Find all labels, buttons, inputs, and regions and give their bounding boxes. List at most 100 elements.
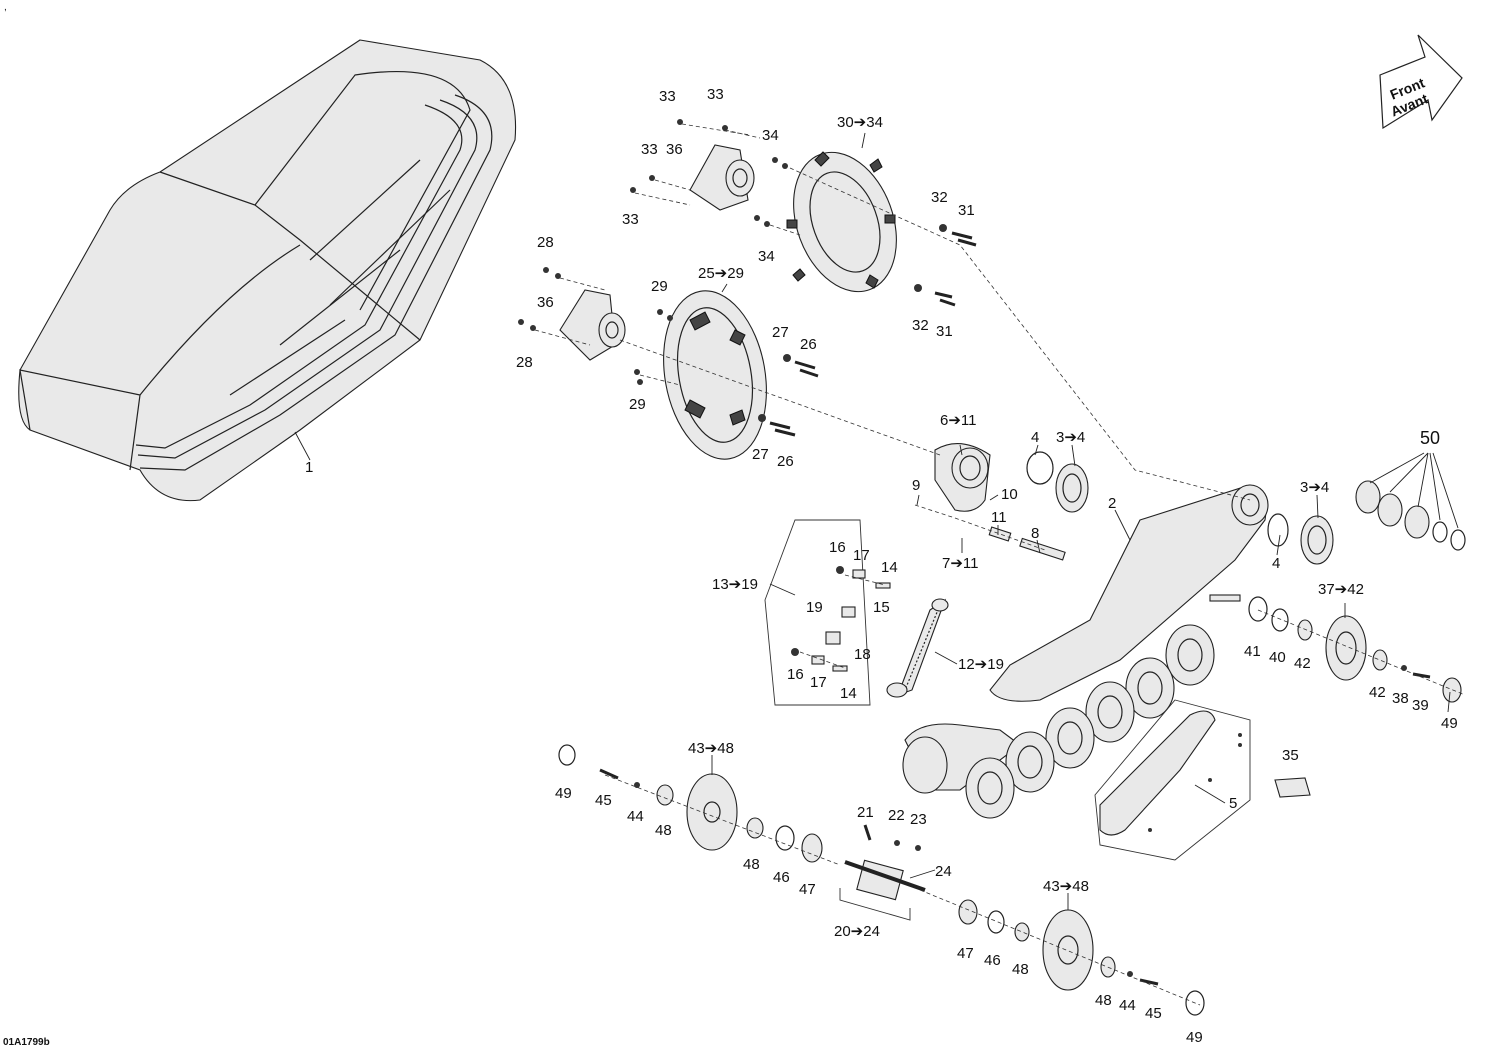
- callout-47-b: 47: [957, 945, 974, 962]
- callout-48-d: 48: [1095, 992, 1112, 1009]
- callout-48-b: 48: [743, 856, 760, 873]
- callout-33-d: 33: [622, 211, 639, 228]
- callout-32-b: 32: [912, 317, 929, 334]
- callout-24: 24: [935, 863, 952, 880]
- callout-27-b: 27: [752, 446, 769, 463]
- callout-34-a: 34: [762, 127, 779, 144]
- callout-25-29: 25➔29: [698, 265, 744, 282]
- callout-33-b: 33: [707, 86, 724, 103]
- callout-28-a: 28: [537, 234, 554, 251]
- callout-49-a: 49: [555, 785, 572, 802]
- leader-lines: [294, 132, 1459, 910]
- idler-axle: [839, 824, 926, 921]
- callout-42-b: 42: [1369, 684, 1386, 701]
- callout-11: 11: [991, 509, 1007, 526]
- callout-7-11: 7➔11: [942, 555, 978, 572]
- callout-32-a: 32: [931, 189, 948, 206]
- callout-37-42: 37➔42: [1318, 581, 1364, 598]
- upper-drive-sprocket: [786, 151, 897, 293]
- callout-45-b: 45: [1145, 1005, 1162, 1022]
- callout-3-4-b: 3➔4: [1300, 479, 1329, 496]
- callout-2: 2: [1108, 495, 1116, 512]
- upper-hub: [689, 144, 755, 211]
- callout-26-b: 26: [777, 453, 794, 470]
- callout-4-a: 4: [1031, 429, 1039, 446]
- idler-wheel-right: [958, 899, 1205, 1016]
- callout-47-a: 47: [799, 881, 816, 898]
- emblem-badge: [1274, 777, 1311, 798]
- callout-31-b: 31: [936, 323, 953, 340]
- callout-17-a: 17: [853, 547, 870, 564]
- rear-bearing-stack: [1209, 594, 1462, 703]
- callout-33-a: 33: [659, 88, 676, 105]
- callout-50: 50: [1420, 428, 1440, 448]
- bolts: [769, 231, 977, 437]
- callout-1: 1: [305, 459, 313, 476]
- callout-15: 15: [873, 599, 890, 616]
- callout-28-b: 28: [516, 354, 533, 371]
- callout-12-19: 12➔19: [958, 656, 1004, 673]
- callout-18: 18: [854, 646, 871, 663]
- callout-6-11: 6➔11: [940, 412, 976, 429]
- slide-guard: [1094, 699, 1251, 861]
- corner-mark: ,: [4, 2, 7, 13]
- shock-absorber: [886, 598, 949, 698]
- callout-16-b: 16: [787, 666, 804, 683]
- callout-22: 22: [888, 807, 905, 824]
- callout-27-a: 27: [772, 324, 789, 341]
- callout-46-a: 46: [773, 869, 790, 886]
- callout-19: 19: [806, 599, 823, 616]
- seal-kit-50: [1355, 480, 1466, 551]
- callout-44-b: 44: [1119, 997, 1136, 1014]
- front-direction-arrow: Front Avant: [1379, 34, 1463, 130]
- callout-29-b: 29: [629, 396, 646, 413]
- callout-30-34: 30➔34: [837, 114, 883, 131]
- drawing-code: 01A1799b: [3, 1037, 50, 1048]
- callout-42-a: 42: [1294, 655, 1311, 672]
- fastener-dots: [518, 119, 947, 422]
- road-wheels: [965, 624, 1215, 819]
- callout-31-a: 31: [958, 202, 975, 219]
- shock-hardware-box: [764, 519, 891, 706]
- suspension-frame: [902, 484, 1334, 794]
- lower-drive-sprocket: [663, 290, 767, 460]
- callout-16-a: 16: [829, 539, 846, 556]
- callout-40: 40: [1269, 649, 1286, 666]
- callout-8: 8: [1031, 525, 1039, 542]
- callout-5: 5: [1229, 795, 1237, 812]
- callout-36-a: 36: [666, 141, 683, 158]
- assembly-lines: [534, 123, 1466, 1006]
- callout-4-b: 4: [1272, 555, 1280, 572]
- callout-13-19: 13➔19: [712, 576, 758, 593]
- callout-38: 38: [1392, 690, 1409, 707]
- callout-33-c: 33: [641, 141, 658, 158]
- callout-labels: 1 2 3➔4 3➔4 4 4 5 6➔11 7➔11 8 9 10 11 12…: [305, 86, 1458, 1046]
- callout-10: 10: [1001, 486, 1018, 503]
- callout-14-b: 14: [840, 685, 857, 702]
- callout-48-c: 48: [1012, 961, 1029, 978]
- track-belt: [18, 39, 517, 502]
- idler-wheel-left: [558, 744, 823, 863]
- callout-49-c: 49: [1186, 1029, 1203, 1046]
- callout-41: 41: [1244, 643, 1261, 660]
- callout-17-b: 17: [810, 674, 827, 691]
- callout-49-b: 49: [1441, 715, 1458, 732]
- callout-39: 39: [1412, 697, 1429, 714]
- callout-46-b: 46: [984, 952, 1001, 969]
- callout-9: 9: [912, 477, 920, 494]
- callout-35: 35: [1282, 747, 1299, 764]
- callout-14-a: 14: [881, 559, 898, 576]
- callout-34-b: 34: [758, 248, 775, 265]
- lower-hub: [559, 289, 626, 361]
- callout-20-24: 20➔24: [834, 923, 880, 940]
- callout-26-a: 26: [800, 336, 817, 353]
- callout-48-a: 48: [655, 822, 672, 839]
- callout-29-a: 29: [651, 278, 668, 295]
- callout-21: 21: [857, 804, 874, 821]
- callout-44-a: 44: [627, 808, 644, 825]
- callout-43-48-b: 43➔48: [1043, 878, 1089, 895]
- callout-45-a: 45: [595, 792, 612, 809]
- callout-3-4-a: 3➔4: [1056, 429, 1085, 446]
- callout-43-48-a: 43➔48: [688, 740, 734, 757]
